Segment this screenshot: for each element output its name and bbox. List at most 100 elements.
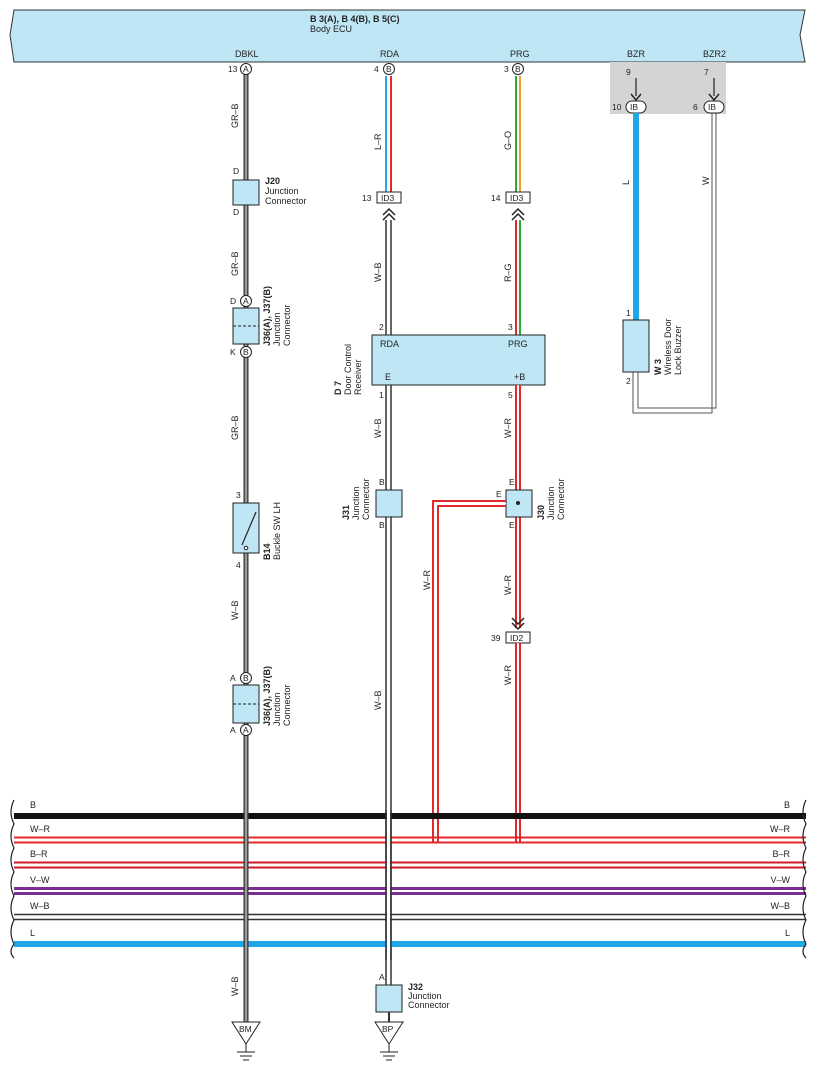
bus-label-right: W–B	[770, 901, 790, 911]
connector-a-dbkl	[240, 63, 252, 75]
svg-text:2: 2	[626, 376, 631, 386]
w3-code: W 3	[653, 359, 663, 375]
wire-label-w-r-2: W–R	[503, 575, 513, 596]
svg-text:ID3: ID3	[510, 193, 524, 203]
j32-connector	[375, 984, 403, 1013]
svg-text:Junction: Junction	[408, 991, 442, 1001]
svg-text:Door Control: Door Control	[343, 344, 353, 395]
wire-label-r-g: R–G	[503, 263, 513, 282]
pin-dbkl: 13	[228, 64, 238, 74]
svg-text:Connector: Connector	[265, 196, 307, 206]
svg-text:Junction: Junction	[272, 312, 282, 346]
svg-text:A: A	[243, 296, 249, 306]
wire-label-w: W	[701, 176, 711, 185]
j36-lower-code: J36(A), J37(B)	[262, 666, 272, 726]
j31-connector	[375, 489, 403, 518]
bus-label-right: B–R	[772, 849, 790, 859]
svg-text:E: E	[496, 489, 502, 499]
svg-text:1: 1	[379, 390, 384, 400]
svg-text:D: D	[233, 207, 239, 217]
bus-label-right: V–W	[770, 875, 790, 885]
svg-text:3: 3	[236, 490, 241, 500]
svg-text:E: E	[385, 372, 391, 382]
bus-label-right: B	[784, 800, 790, 810]
svg-text:14: 14	[491, 193, 501, 203]
ecu-code: B 3(A), B 4(B), B 5(C)	[310, 14, 400, 24]
svg-text:IB: IB	[708, 102, 716, 112]
svg-text:Wireless Door: Wireless Door	[663, 318, 673, 375]
bus-label-left: W–R	[30, 824, 51, 834]
connector-b-prg	[512, 63, 524, 75]
svg-text:E: E	[509, 477, 515, 487]
svg-text:7: 7	[704, 67, 709, 77]
bus-label-left: L	[30, 928, 35, 938]
terminal-prg: PRG	[510, 49, 530, 59]
svg-text:39: 39	[491, 633, 501, 643]
svg-text:BM: BM	[239, 1024, 252, 1034]
svg-text:Receiver: Receiver	[353, 359, 363, 395]
svg-text:RDA: RDA	[380, 339, 399, 349]
wire-label-l: L	[621, 180, 631, 185]
svg-text:Junction: Junction	[265, 186, 299, 196]
connector-b-rda	[383, 63, 395, 75]
svg-text:3: 3	[508, 322, 513, 332]
bus-label-left: B–R	[30, 849, 48, 859]
svg-text:Connector: Connector	[282, 304, 292, 346]
svg-text:3: 3	[504, 64, 509, 74]
wire-label-w-b-5: W–B	[373, 690, 383, 710]
svg-text:D: D	[230, 296, 236, 306]
id3-rda	[376, 191, 402, 204]
wire-label-l-r: L–R	[373, 133, 383, 150]
svg-text:A: A	[243, 725, 249, 735]
svg-text:10: 10	[612, 102, 622, 112]
j36-upper-code: J36(A), J37(B)	[262, 286, 272, 346]
wire-label-w-b-1: W–B	[230, 600, 240, 620]
svg-text:B: B	[386, 64, 392, 74]
wire-label-w-r-4: W–R	[422, 570, 432, 591]
terminal-dbkl: DBKL	[235, 49, 259, 59]
ground-bm	[231, 1021, 261, 1045]
svg-text:A: A	[379, 972, 385, 982]
wire-label-gr-b-2: GR–B	[230, 251, 240, 276]
buckle-switch	[232, 502, 260, 554]
svg-text:BP: BP	[382, 1024, 394, 1034]
wire-label-gr-b-1: GR–B	[230, 103, 240, 128]
svg-text:2: 2	[379, 322, 384, 332]
svg-text:B: B	[379, 477, 385, 487]
svg-text:B: B	[243, 673, 249, 683]
terminal-rda: RDA	[380, 49, 399, 59]
ground-bp	[374, 1021, 404, 1045]
svg-text:Connector: Connector	[282, 684, 292, 726]
svg-text:A: A	[230, 673, 236, 683]
svg-text:Junction: Junction	[272, 692, 282, 726]
svg-text:D: D	[233, 166, 239, 176]
svg-text:Connector: Connector	[408, 1000, 450, 1010]
terminal-bzr2: BZR2	[703, 49, 726, 59]
svg-text:Connector: Connector	[361, 478, 371, 520]
svg-text:9: 9	[626, 67, 631, 77]
ecu-name: Body ECU	[310, 24, 352, 34]
svg-text:ID2: ID2	[510, 633, 524, 643]
bus-label-left: B	[30, 800, 36, 810]
wire-label-w-r-3: W–R	[503, 665, 513, 686]
d7-code: D 7	[333, 381, 343, 395]
wire-label-w-r-1: W–R	[503, 418, 513, 439]
ib-connector-6	[703, 100, 725, 114]
bus-label-left: W–B	[30, 901, 50, 911]
svg-text:4: 4	[374, 64, 379, 74]
svg-text:ID3: ID3	[381, 193, 395, 203]
svg-text:A: A	[230, 725, 236, 735]
svg-text:Lock Buzzer: Lock Buzzer	[673, 325, 683, 375]
svg-text:Connector: Connector	[556, 478, 566, 520]
svg-text:13: 13	[362, 193, 372, 203]
bus-label-left: V–W	[30, 875, 50, 885]
wire-label-w-b-2: W–B	[230, 976, 240, 996]
svg-text:PRG: PRG	[508, 339, 528, 349]
body-ecu-box	[9, 9, 806, 63]
svg-text:+B: +B	[514, 372, 525, 382]
id3-prg	[505, 191, 531, 204]
svg-text:1: 1	[626, 308, 631, 318]
wire-label-w-b-3: W–B	[373, 262, 383, 282]
